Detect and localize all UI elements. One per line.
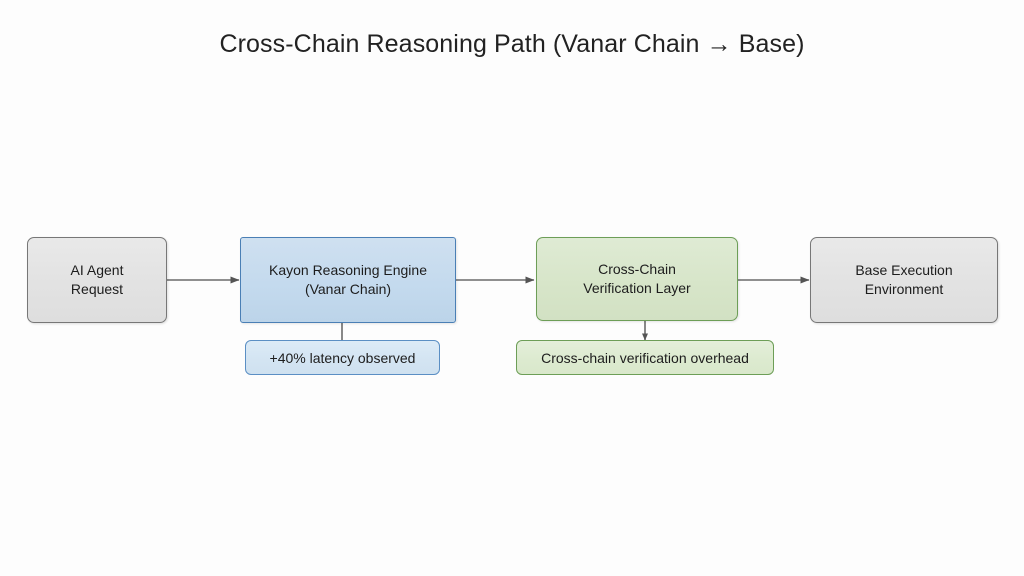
node-label-line2: Request [70,281,124,297]
node-label-line1: AI Agent [70,262,124,278]
node-base-execution-environment[interactable]: Base Execution Environment [810,237,998,323]
page-title: Cross-Chain Reasoning Path (Vanar Chain … [219,30,805,58]
node-kayon-reasoning-engine[interactable]: Kayon Reasoning Engine (Vanar Chain) [240,237,456,323]
node-cross-chain-verification-layer[interactable]: Cross-Chain Verification Layer [536,237,738,321]
annotation-latency-note[interactable]: +40% latency observed [245,340,440,375]
annotation-label: Cross-chain verification overhead [541,349,749,366]
node-label-line1: Kayon Reasoning Engine [268,262,427,278]
node-ai-agent-request[interactable]: AI Agent Request [27,237,167,323]
node-label-line1: Cross-Chain [598,261,676,277]
annotation-label: +40% latency observed [269,349,416,366]
annotation-verification-overhead-note[interactable]: Cross-chain verification overhead [516,340,774,375]
node-label-line2: Environment [864,281,944,297]
node-label-line2: (Vanar Chain) [304,281,392,297]
node-label-line2: Verification Layer [583,280,691,296]
node-label-line1: Base Execution [855,262,953,278]
